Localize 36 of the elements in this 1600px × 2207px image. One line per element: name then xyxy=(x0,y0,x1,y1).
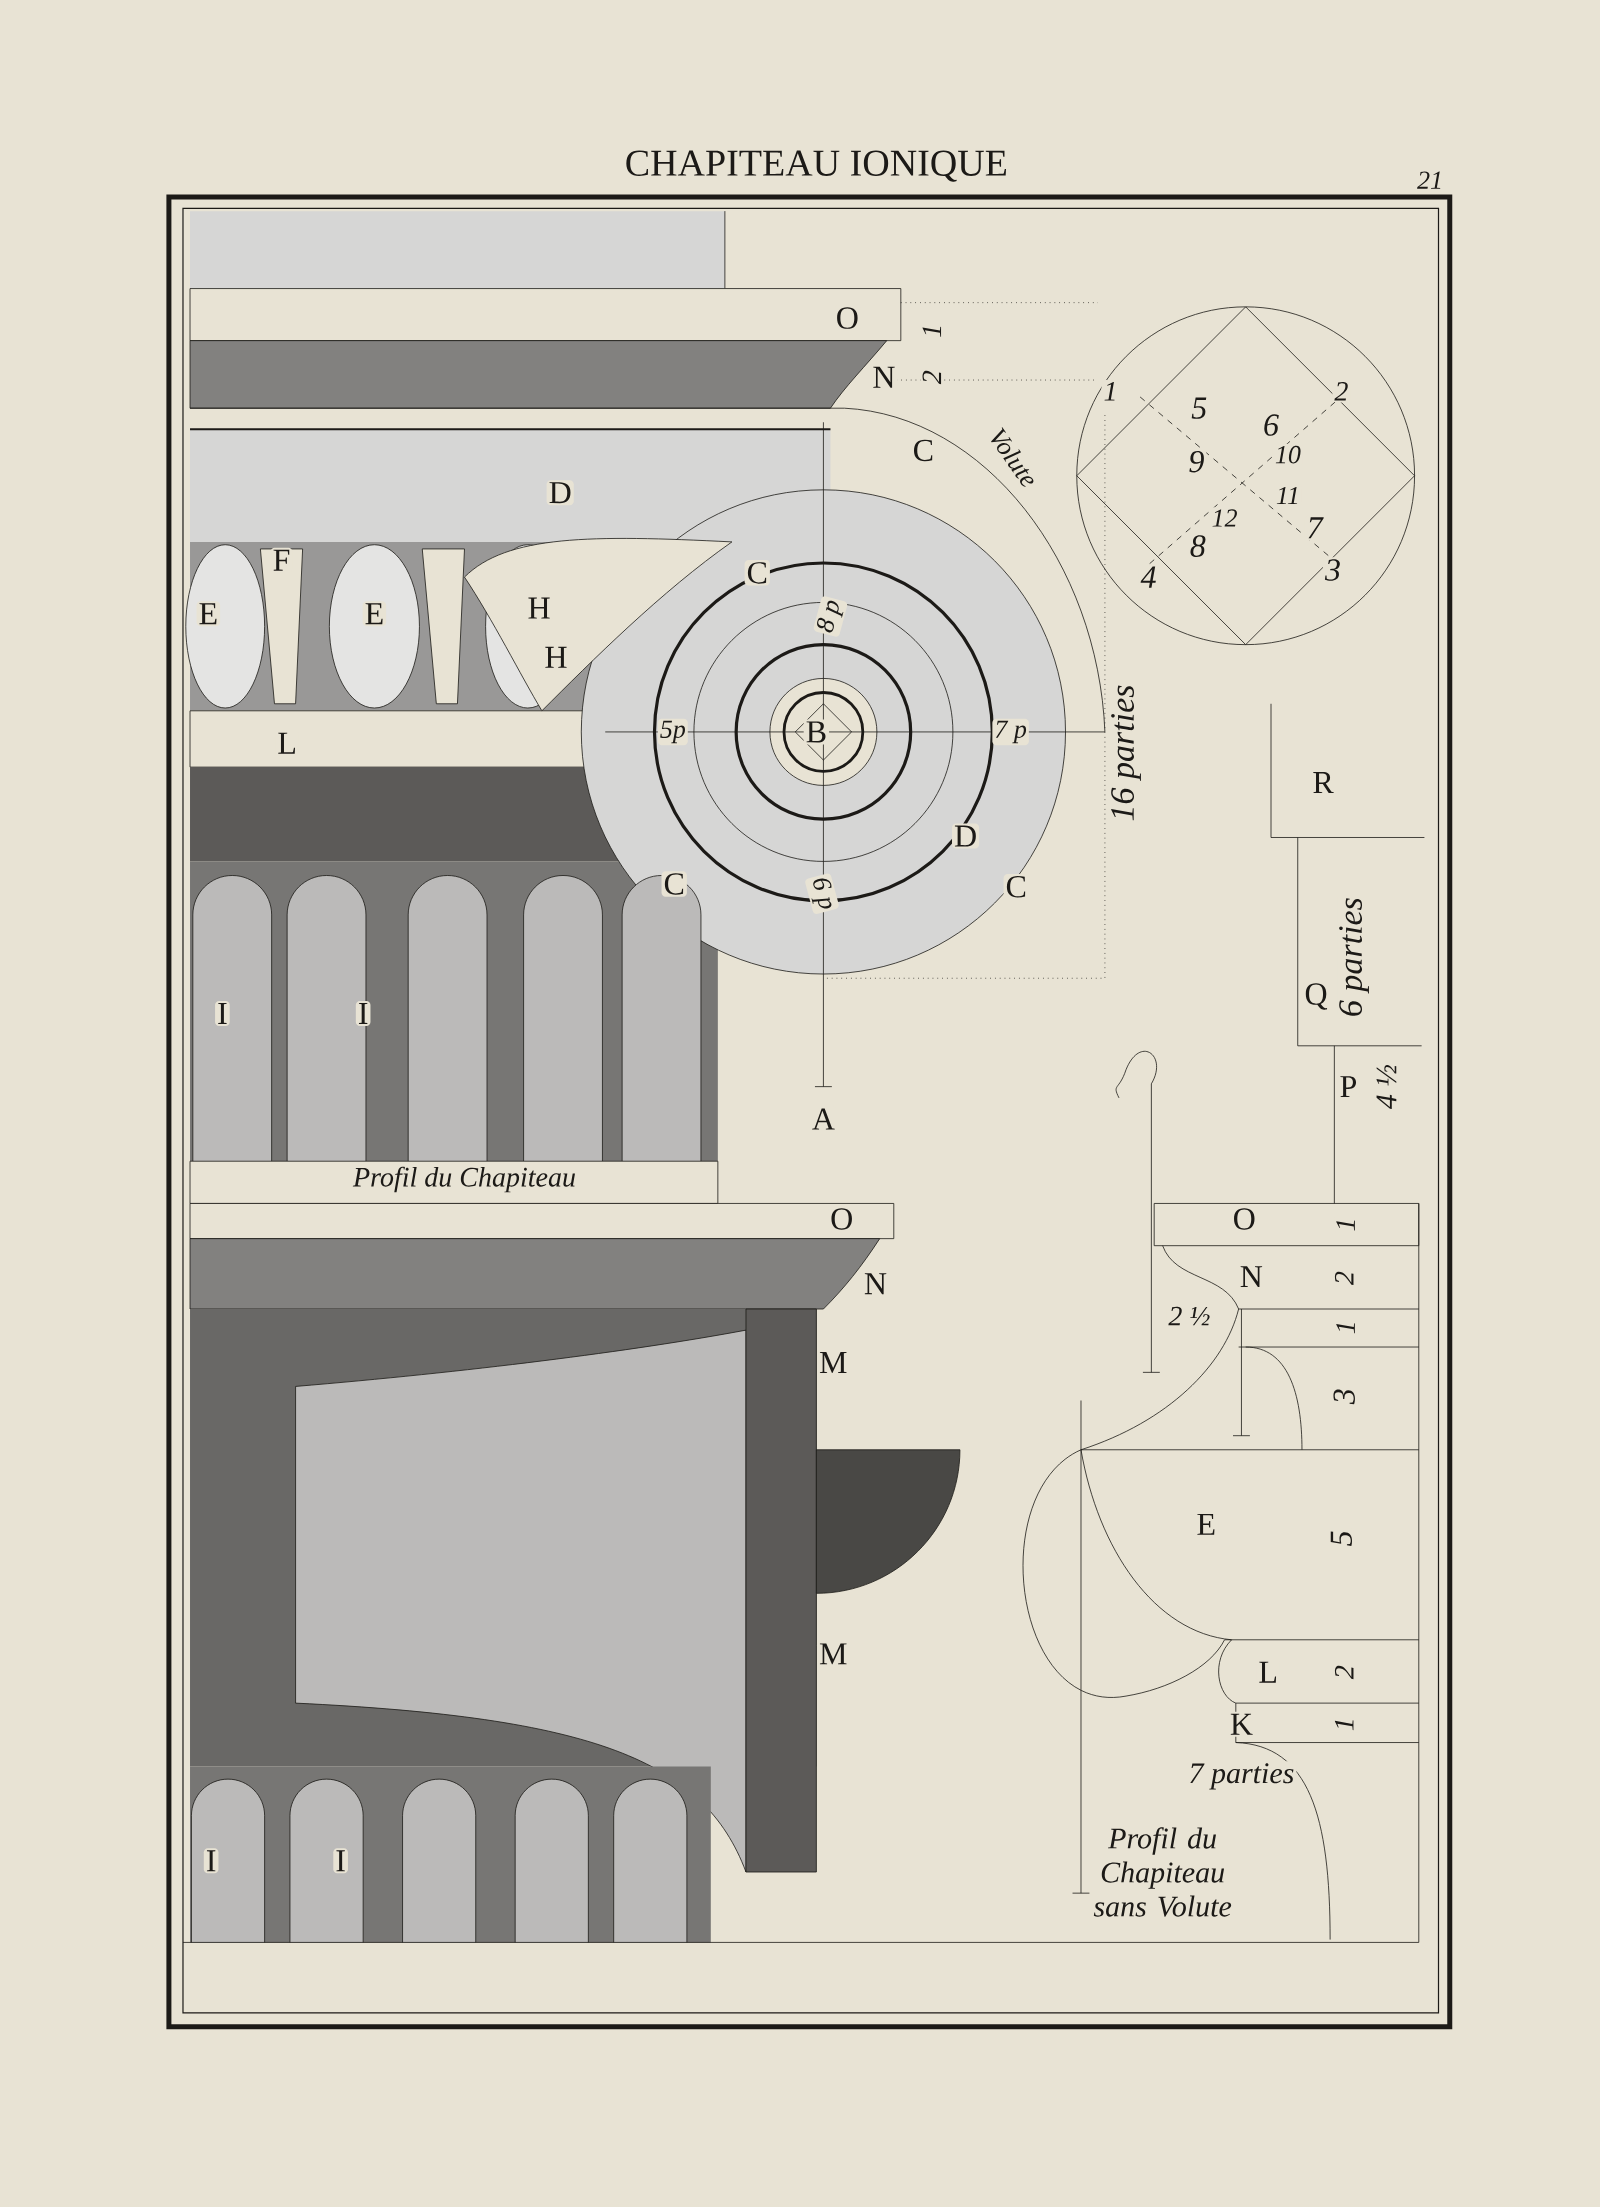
part-letter: N xyxy=(861,1271,889,1297)
part-letter: D xyxy=(546,480,574,506)
part-letter: L xyxy=(1256,1659,1280,1685)
dimension-label: 16 parties xyxy=(1108,682,1143,824)
part-letter: M xyxy=(816,1641,850,1667)
part-letter: O xyxy=(833,305,861,331)
part-letter: C xyxy=(661,871,687,897)
point-number: 9 xyxy=(1186,448,1207,475)
part-letter: O xyxy=(828,1206,856,1232)
part-letter: R xyxy=(1310,770,1336,796)
point-number: 12 xyxy=(1209,507,1240,529)
dimension-label: 7 p xyxy=(992,718,1029,746)
part-letter: C xyxy=(744,560,770,586)
part-letter: Q xyxy=(1302,981,1330,1012)
dimension-label: 7 parties xyxy=(1186,1761,1297,1792)
part-letter: N xyxy=(1237,1264,1265,1290)
part-letter: A xyxy=(809,1106,837,1132)
part-letter: C xyxy=(1003,874,1029,900)
dimension-label: 4 ½ xyxy=(1374,1062,1399,1112)
dimension-label: 6 parties xyxy=(1337,895,1371,1020)
caption: Profil du Chapiteau sans Volute xyxy=(1093,1827,1231,1917)
dimension-label: 6 p xyxy=(805,873,839,914)
page-number: 21 xyxy=(1416,171,1441,189)
point-number: 2 xyxy=(1332,380,1351,403)
caption: Profil du Chapiteau xyxy=(352,1166,575,1193)
dimension-label: 1 xyxy=(1334,1318,1357,1337)
part-letter: L xyxy=(275,730,299,756)
plate-title: CHAPITEAU IONIQUE xyxy=(626,150,1006,182)
dimension-label: 3 xyxy=(1331,1386,1357,1407)
part-letter: M xyxy=(816,1350,850,1375)
part-letter: B xyxy=(803,719,829,745)
part-letter: O xyxy=(1230,1206,1258,1232)
dimension-label: 2 ½ xyxy=(1166,1304,1213,1328)
dimension-label: 8 p xyxy=(813,596,848,637)
part-letter: I xyxy=(333,1848,348,1874)
point-number: 5 xyxy=(1189,395,1210,421)
